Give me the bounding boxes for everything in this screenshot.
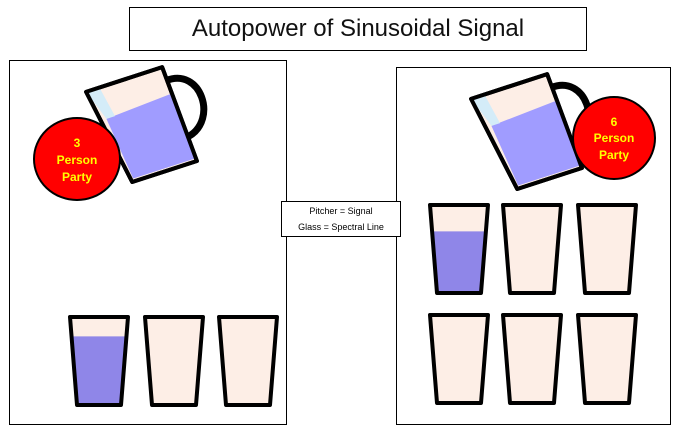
left-glass-icon-3 [217,315,279,407]
legend-pitcher: Pitcher = Signal [309,206,373,216]
right-party-badge: 6 Person Party [572,96,656,180]
right-glass-icon-1 [428,203,490,295]
right-badge-word1: Person [594,131,635,145]
right-glass-icon-2 [501,203,563,295]
right-glasses [428,203,638,405]
right-glass-icon-3 [576,203,638,295]
legend-glass: Glass = Spectral Line [298,222,384,232]
left-glass-liquid-1 [71,336,127,405]
left-badge-word1: Person [57,153,98,167]
left-glass-icon-2 [143,315,205,407]
right-badge-word2: Party [599,148,629,162]
right-badge-count: 6 [611,115,618,129]
page-title: Autopower of Sinusoidal Signal [129,7,587,51]
left-badge-word2: Party [62,170,92,184]
left-badge-count: 3 [74,136,81,150]
right-glass-icon-4 [428,313,490,405]
right-glass-icon-6 [576,313,638,405]
left-glasses [68,315,279,407]
left-glass-icon-1 [68,315,130,407]
left-party-badge: 3 Person Party [33,117,121,201]
left-pitcher-icon [84,65,208,185]
right-glass-liquid-1 [432,231,486,293]
right-pitcher-icon [469,72,593,192]
right-glass-icon-5 [501,313,563,405]
legend-box: Pitcher = Signal Glass = Spectral Line [281,201,401,237]
